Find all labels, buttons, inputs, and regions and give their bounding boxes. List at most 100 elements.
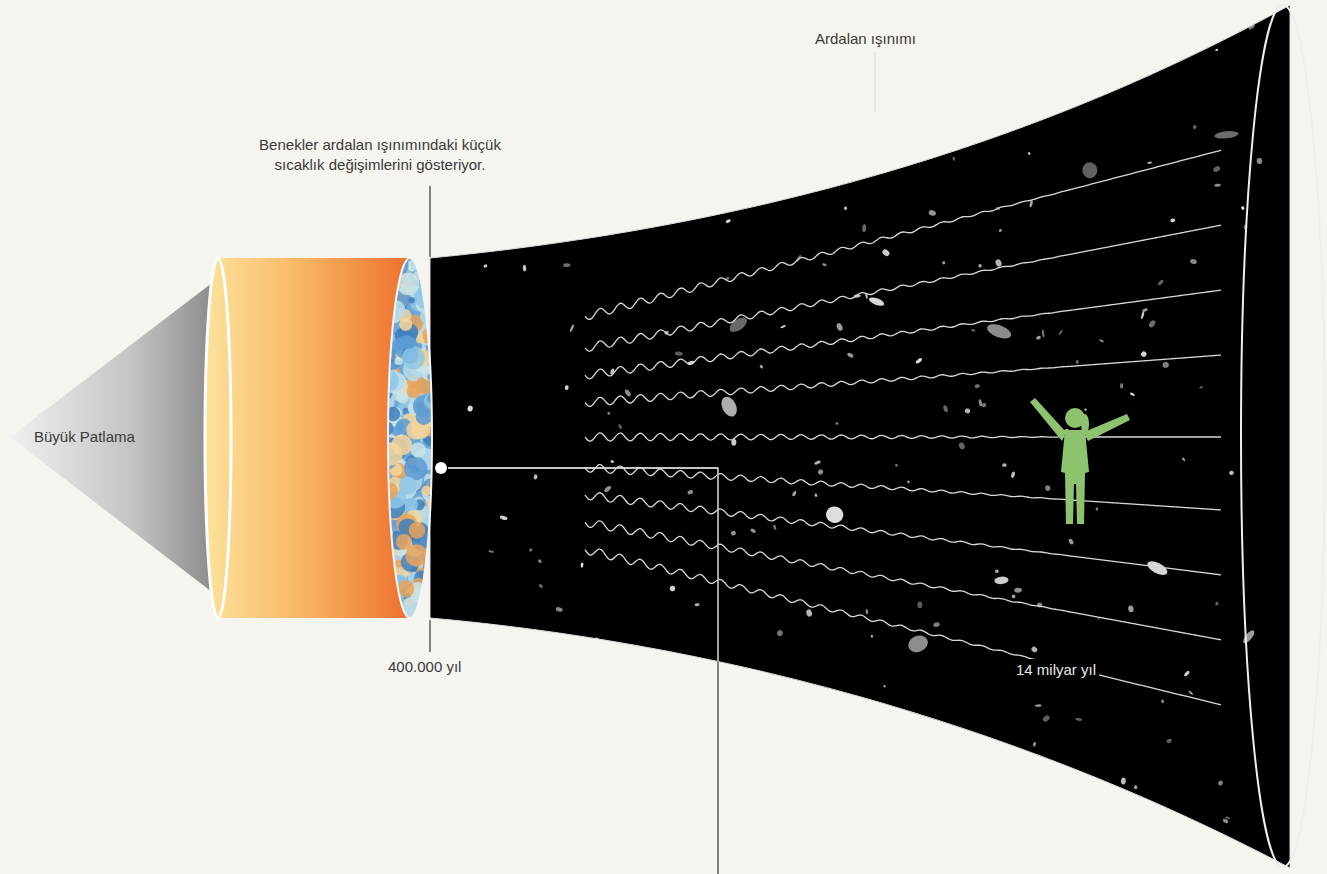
galaxy: [1069, 795, 1078, 804]
galaxy: [1095, 507, 1098, 511]
leader-line: [448, 468, 718, 874]
galaxy: [499, 515, 508, 521]
galaxy: [883, 685, 885, 688]
galaxy: [966, 746, 970, 752]
galaxy: [1121, 777, 1127, 784]
galaxy: [542, 221, 561, 237]
galaxy: [928, 209, 937, 216]
galaxy: [1157, 279, 1164, 286]
galaxy-field: [467, 20, 1262, 860]
galaxy: [957, 96, 963, 101]
galaxy: [1140, 25, 1159, 46]
marker-dot: [435, 462, 447, 474]
galaxy: [824, 505, 845, 525]
galaxy: [1058, 329, 1063, 335]
galaxy: [872, 852, 880, 860]
galaxy: [654, 144, 661, 147]
galaxy: [851, 127, 855, 131]
cmb-spot: [427, 393, 438, 404]
background-radiation-waves: [585, 150, 1221, 704]
radiation-wave: [585, 521, 1221, 640]
galaxy: [773, 524, 777, 530]
cmb-spot: [402, 346, 425, 369]
galaxy: [603, 485, 612, 493]
callout-label: Ardalan ışınımı: [815, 29, 916, 49]
galaxy: [1094, 38, 1102, 46]
galaxy: [529, 548, 534, 553]
galaxy: [817, 469, 824, 476]
galaxy: [1140, 350, 1148, 358]
galaxy: [1030, 646, 1038, 654]
galaxy: [555, 606, 563, 612]
early-universe-cone: [10, 283, 212, 592]
cmb-spot: [390, 266, 401, 277]
stage-label: Büyük Patlama: [34, 427, 135, 447]
galaxy: [686, 828, 691, 832]
galaxy: [1055, 818, 1060, 822]
galaxy: [519, 794, 526, 800]
galaxy: [659, 709, 666, 717]
galaxy: [1166, 738, 1173, 744]
galaxy: [844, 206, 848, 210]
leader-line: [448, 468, 718, 874]
radiation-wave: [585, 433, 1221, 441]
galaxy: [776, 629, 784, 637]
galaxy: [551, 216, 575, 239]
cmb-spot: [415, 287, 438, 310]
cmb-spot: [386, 573, 392, 579]
galaxy: [881, 248, 891, 257]
radiation-wave: [585, 549, 1221, 705]
galaxy: [981, 402, 987, 408]
galaxy: [1214, 183, 1221, 187]
galaxy: [1012, 76, 1018, 82]
galaxy: [616, 113, 622, 118]
galaxy: [1037, 85, 1063, 103]
galaxy: [607, 412, 610, 415]
galaxy: [1257, 158, 1263, 164]
cmb-spot: [420, 308, 437, 325]
galaxy: [654, 826, 657, 830]
galaxy: [1099, 339, 1104, 343]
galaxy: [594, 637, 599, 642]
galaxy: [1024, 117, 1033, 125]
galaxy: [1007, 106, 1013, 111]
galaxy: [675, 351, 684, 356]
galaxy: [1042, 329, 1045, 337]
galaxy: [849, 848, 854, 854]
cmb-spot: [423, 284, 439, 300]
expanding-universe: [430, 5, 1290, 868]
galaxy: [953, 157, 955, 161]
galaxy: [757, 120, 762, 124]
galaxy: [591, 801, 596, 808]
galaxy: [868, 296, 885, 308]
galaxy: [1014, 587, 1022, 593]
galaxy: [1120, 383, 1123, 389]
galaxy: [899, 778, 906, 784]
galaxy: [473, 86, 480, 93]
galaxy: [519, 134, 527, 143]
galaxy: [1011, 471, 1016, 478]
galaxy: [1189, 258, 1197, 265]
galaxy: [695, 603, 700, 606]
galaxy: [569, 324, 574, 332]
cmb-spot: [409, 297, 415, 303]
cmb-spot: [405, 544, 427, 566]
galaxy: [533, 474, 538, 480]
galaxy: [469, 627, 474, 634]
galaxy: [523, 265, 527, 272]
galaxy: [847, 352, 855, 359]
galaxy: [780, 324, 786, 328]
galaxy: [537, 559, 542, 564]
galaxy: [1036, 335, 1042, 340]
galaxy: [917, 601, 922, 608]
galaxy: [971, 328, 976, 332]
galaxy: [759, 364, 764, 369]
galaxy: [795, 94, 801, 100]
galaxy: [552, 95, 559, 99]
galaxy: [1002, 463, 1007, 467]
galaxy: [674, 32, 678, 36]
galaxy: [680, 852, 689, 861]
galaxy: [1068, 851, 1076, 859]
galaxy: [1068, 538, 1074, 545]
